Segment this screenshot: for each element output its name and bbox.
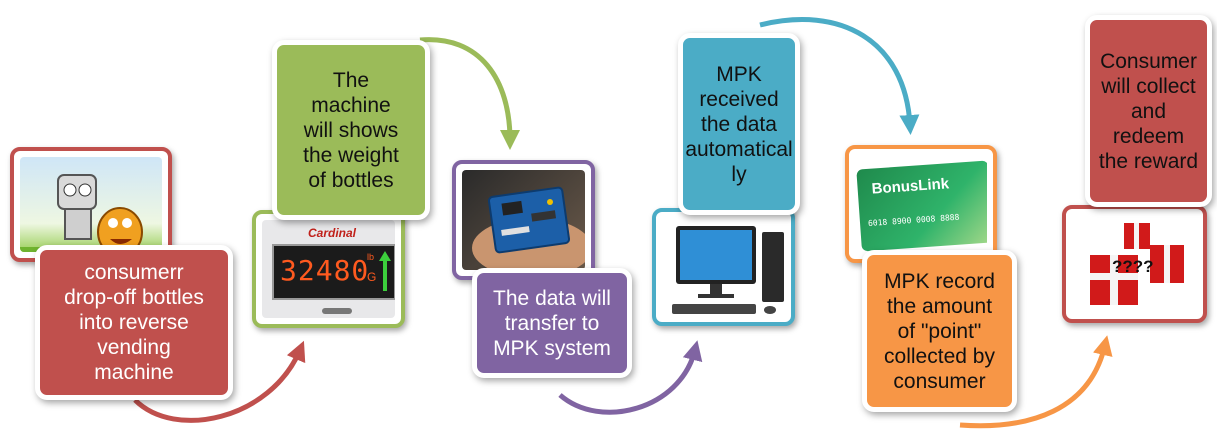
step-2-box: The machine will shows the weight of bot… <box>272 40 430 220</box>
gift-text: ???? <box>1112 257 1154 276</box>
step-2-text: The machine will shows the weight of bot… <box>303 68 399 192</box>
step-1-image <box>10 147 172 262</box>
arrow-1-to-2 <box>133 340 306 423</box>
up-arrow-icon <box>379 251 391 291</box>
step-2-image: Cardinal 32480 lb G <box>252 210 405 328</box>
step-4-text: MPK received the data automatical ly <box>685 62 793 186</box>
step-6-image: ???? <box>1062 205 1207 323</box>
step-1-box: consumerr drop-off bottles into reverse … <box>35 245 233 400</box>
step-3-box: The data will transfer to MPK system <box>472 268 632 378</box>
step-4-image <box>652 208 795 326</box>
step-5-box: MPK record the amount of "point" collect… <box>862 250 1017 412</box>
arrow-3-to-4 <box>558 340 703 415</box>
arrow-5-to-6 <box>959 335 1113 429</box>
step-4-box: MPK received the data automatical ly <box>678 33 800 215</box>
step-3-text: The data will transfer to MPK system <box>493 286 611 360</box>
circuit-board-icon <box>472 186 585 270</box>
scale-reading: 32480 <box>280 254 370 287</box>
card-brand: BonusLink <box>871 175 950 198</box>
arrow-2-to-3 <box>419 37 520 150</box>
step-3-image <box>452 160 595 280</box>
step-5-image: BonusLink 6018 8900 0008 8888 <box>845 145 997 263</box>
step-5-text: MPK record the amount of "point" collect… <box>884 269 995 393</box>
arrow-4-to-5 <box>759 17 920 135</box>
cartoon-bottle-characters-icon <box>20 174 162 252</box>
card-number: 6018 8900 0008 8888 <box>867 212 960 229</box>
step-1-text: consumerr drop-off bottles into reverse … <box>64 261 204 384</box>
step-6-box: Consumer will collect and redeem the rew… <box>1085 15 1212 207</box>
scale-unit-bottom: G <box>367 270 377 284</box>
step-6-text: Consumer will collect and redeem the rew… <box>1098 49 1199 173</box>
desktop-computer-icon <box>672 226 784 314</box>
scale-brand: Cardinal <box>308 226 357 240</box>
scale-unit-top: lb <box>367 252 375 262</box>
gift-boxes-icon <box>1090 223 1184 305</box>
